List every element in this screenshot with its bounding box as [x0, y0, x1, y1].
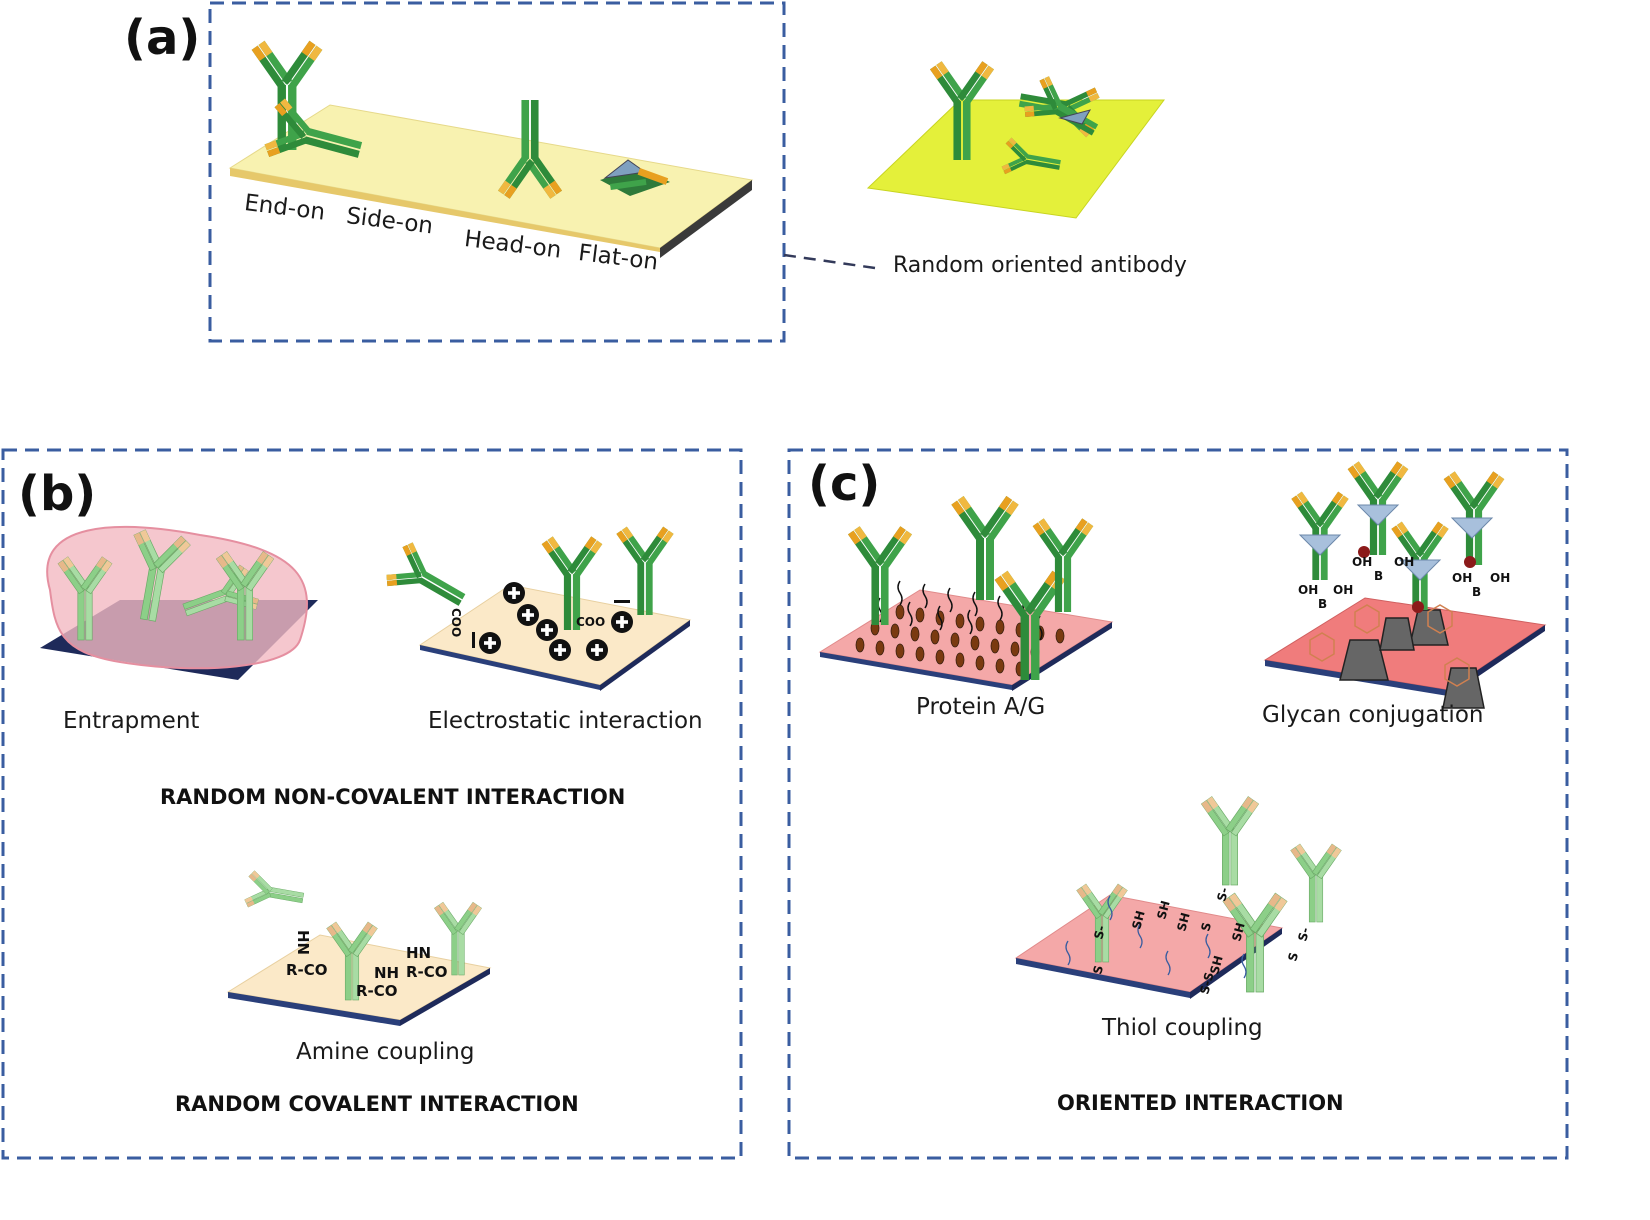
- nh-label: NH: [374, 964, 399, 982]
- label-protein-ag: Protein A/G: [916, 694, 1046, 720]
- panel-a-frame: [208, 1, 786, 343]
- entrapment-illustration: [40, 526, 318, 680]
- thiol-coupling-illustration: SH SH SH SH SH S S S S- S- S- S-S: [1014, 796, 1342, 999]
- heading-oriented: ORIENTED INTERACTION: [1057, 1091, 1344, 1115]
- rco-right-label: R-CO: [406, 963, 448, 981]
- coo-left-label: COO: [449, 608, 463, 637]
- b-label-2: B: [1374, 569, 1383, 583]
- s-label-3: S: [1285, 951, 1301, 963]
- panel-a-connector: [783, 253, 876, 270]
- sh-label-4: SH: [1207, 954, 1225, 976]
- s-label-2: S: [1198, 921, 1214, 933]
- rco-left-label: R-CO: [286, 961, 328, 979]
- hn-rotated-label: HN: [294, 930, 312, 955]
- electrostatic-illustration: COO COO: [381, 526, 692, 691]
- heading-random-covalent: RANDOM COVALENT INTERACTION: [175, 1092, 579, 1116]
- sh-label-1: SH: [1129, 909, 1147, 931]
- sh-label-3: SH: [1174, 911, 1192, 933]
- oh-label-6: OH: [1490, 571, 1510, 585]
- panel-c-tag: (c): [808, 456, 881, 512]
- panel-b-frame: [1, 448, 743, 1160]
- coo-right-label: COO: [576, 615, 605, 629]
- panel-b: COO COO HN R-CO NH R-CO HN R-CO: [1, 448, 743, 1160]
- s-label-1: S: [1090, 964, 1106, 976]
- b-label-1: B: [1318, 597, 1327, 611]
- oh-label-2: OH: [1333, 583, 1353, 597]
- label-thiol-coupling: Thiol coupling: [1102, 1015, 1263, 1041]
- rco-mid-label: R-CO: [356, 982, 398, 1000]
- heading-random-noncovalent: RANDOM NON-COVALENT INTERACTION: [160, 785, 626, 809]
- panel-c-frame: [787, 448, 1569, 1160]
- random-oriented-surface: [866, 61, 1165, 219]
- amine-coupling-illustration: HN R-CO NH R-CO HN R-CO: [226, 869, 492, 1026]
- oh-label-1: OH: [1298, 583, 1318, 597]
- sh-label-5: SH: [1229, 921, 1247, 943]
- glycan-conjugation-illustration: OH OH B OH OH B OH OH B: [1263, 461, 1547, 709]
- hn-right-label: HN: [406, 944, 431, 962]
- oh-label-5: OH: [1452, 571, 1472, 585]
- b-label-3: B: [1472, 585, 1481, 599]
- oh-label-4: OH: [1394, 555, 1414, 569]
- protein-ag-illustration: [818, 496, 1114, 691]
- label-glycan-conjugation: Glycan conjugation: [1262, 702, 1484, 728]
- panel-b-tag: (b): [18, 466, 97, 522]
- antibody-flat-on: [600, 159, 670, 196]
- label-entrapment: Entrapment: [63, 708, 200, 734]
- label-random-oriented: Random oriented antibody: [893, 253, 1187, 278]
- panel-a-tag: (a): [124, 10, 201, 66]
- ss-label: S-S: [1197, 971, 1216, 996]
- panel-a: [208, 1, 1165, 343]
- s-minus-label-3: S-: [1295, 926, 1312, 943]
- s-minus-label-2: S-: [1214, 886, 1231, 903]
- oh-label-3: OH: [1352, 555, 1372, 569]
- sh-label-2: SH: [1154, 899, 1172, 921]
- s-minus-label-1: S-: [1091, 924, 1108, 941]
- label-electrostatic: Electrostatic interaction: [428, 708, 703, 734]
- panel-c: OH OH B OH OH B OH OH B SH SH: [787, 448, 1569, 1160]
- label-amine-coupling: Amine coupling: [296, 1039, 475, 1065]
- panel-a-surface: [228, 104, 754, 258]
